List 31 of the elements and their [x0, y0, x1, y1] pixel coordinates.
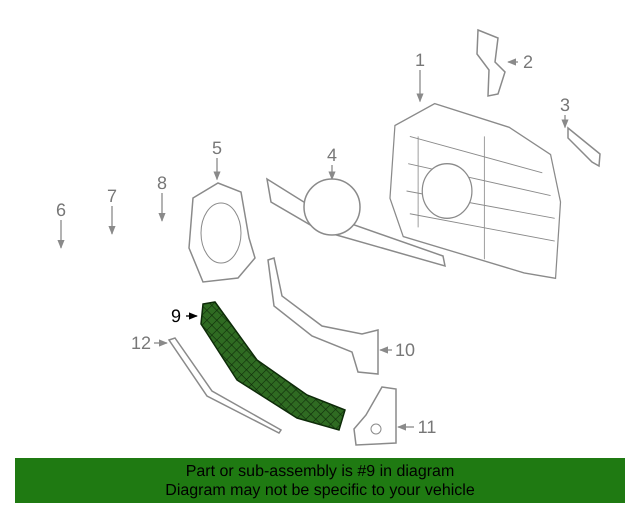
leader-arrow — [154, 339, 168, 347]
bracket-drawing — [566, 126, 602, 168]
leader-arrow — [507, 58, 518, 66]
trim-bar-drawing — [263, 178, 448, 270]
callout-number: 9 — [166, 306, 186, 326]
leader-arrow — [108, 206, 116, 235]
leader-arrow — [416, 70, 424, 102]
callout-number: 1 — [410, 50, 430, 70]
leader-arrow — [158, 193, 166, 222]
callout-number: 8 — [152, 173, 172, 193]
callout-number: 7 — [102, 186, 122, 206]
leader-arrow — [561, 115, 569, 128]
notice-text: Part or sub-assembly is #9 in diagram — [186, 462, 454, 480]
callout-number: 6 — [51, 200, 71, 220]
leader-arrow — [186, 312, 198, 320]
molding-strip-drawing — [167, 336, 283, 434]
callout-number: 11 — [414, 417, 440, 437]
leader-arrow — [379, 346, 392, 354]
bracket-drawing — [352, 385, 398, 447]
notice-text: Diagram may not be specific to your vehicle — [165, 480, 475, 500]
callout-number: 12 — [128, 333, 154, 353]
callout-number: 10 — [392, 340, 418, 360]
callout-number: 4 — [322, 145, 342, 165]
leader-arrow — [213, 158, 221, 180]
leader-arrow — [328, 165, 336, 180]
leader-arrow — [57, 220, 65, 249]
callout-number: 3 — [555, 95, 575, 115]
notice-banner — [15, 458, 625, 503]
leader-arrow — [397, 423, 414, 431]
callout-number: 5 — [207, 138, 227, 158]
callout-number: 2 — [518, 52, 538, 72]
